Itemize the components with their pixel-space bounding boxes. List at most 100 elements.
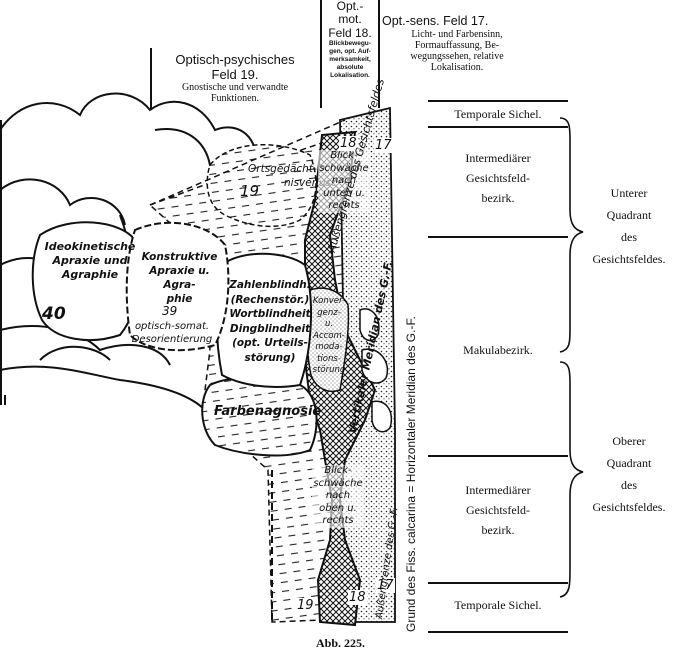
- lower-quadrant-line3: des: [621, 230, 637, 244]
- konvergenz-line7: störung: [312, 365, 346, 375]
- blick-bottom-line4: oben u.: [319, 502, 357, 514]
- intermediate-top-line1: Intermediärer: [465, 151, 531, 165]
- area19-top-label: 19: [240, 182, 260, 200]
- zahlen-line1: Zahlenblindh.: [229, 279, 311, 291]
- intermediate-bottom: Intermediärer Gesichtsfeld- bezirk.: [428, 480, 568, 540]
- upper-quadrant-line3: des: [621, 478, 637, 492]
- konvergenz-line5: moda-: [315, 342, 343, 352]
- intermediate-top-line2: Gesichtsfeld-: [466, 171, 530, 185]
- zone-line-2: [428, 236, 568, 238]
- upper-quadrant-line2: Quadrant: [606, 456, 652, 470]
- intermediate-bottom-line1: Intermediärer: [465, 483, 531, 497]
- konvergenz-line1: Konver-: [312, 296, 346, 306]
- temporal-sichel-top: Temporale Sichel.: [454, 107, 542, 121]
- zahlen-line5: (opt. Urteils-: [232, 337, 308, 349]
- lower-quadrant-line1: Unterer: [610, 186, 648, 200]
- zahlen-line6: störung): [244, 351, 296, 364]
- apraxie-label: Ideokinetische Apraxie und Agraphie: [40, 240, 140, 282]
- feld18-title-1: Opt.-: [336, 0, 364, 13]
- area39-label: 39: [162, 304, 178, 318]
- meridian-label: Grund des Fiss. calcarina = Horizontaler…: [404, 316, 418, 632]
- apraxie-line3: Agraphie: [61, 268, 119, 281]
- konstruktive-line1: Konstruktive: [141, 251, 218, 263]
- upper-quadrant-label: Oberer Quadrant des Gesichtsfeldes.: [574, 430, 684, 518]
- konstruktive-label: Konstruktive Apraxie u. Agra- phie: [132, 250, 227, 306]
- feld18-desc-4: absolute: [336, 64, 364, 71]
- feld17-desc-2: Formauffassung, Be-: [414, 40, 500, 51]
- upper-quadrant-line1: Oberer: [612, 434, 646, 448]
- zone-line-4: [428, 582, 568, 584]
- n19-bottom-label: 19: [296, 598, 315, 613]
- feld18-header-left-border: [320, 0, 322, 108]
- feld17-desc-1: Licht- und Farbensinn,: [411, 29, 503, 40]
- konvergenz-line3: u.: [324, 319, 334, 329]
- feld18-desc-5: Lokalisation.: [330, 72, 370, 79]
- ortsgedaecht-label: Ortsgedächt- nisverlust: [248, 162, 336, 190]
- area40-label: 40: [42, 304, 66, 324]
- feld17-desc-3: wegungssehen, relative: [410, 51, 504, 62]
- figure-caption: Abb. 225.: [316, 636, 366, 650]
- quadrant-braces: [559, 117, 584, 598]
- feld18-desc-3: merksamkeit,: [329, 56, 371, 63]
- zone-line-bottom: [428, 631, 568, 633]
- konvergenz-line2: genz-: [317, 307, 341, 318]
- intermediate-bottom-line3: bezirk.: [481, 523, 515, 537]
- blick-bottom-line1: Blick-: [324, 465, 352, 476]
- lobe-mid: [361, 348, 389, 384]
- macula-zone: Makulabezirk.: [463, 343, 533, 357]
- blick-top-line1: Blick-: [330, 150, 358, 161]
- blick-bottom-line3: nach: [325, 490, 351, 501]
- feld18-title-2: mot.: [338, 12, 362, 26]
- lobe-low: [371, 400, 393, 433]
- zones-column: Temporale Sichel. Intermediärer Gesichts…: [428, 100, 568, 640]
- zahlen-line4: Dingblindheit: [229, 322, 311, 335]
- lobe-top: [359, 308, 380, 342]
- feld18-desc-2: gen, opt. Auf-: [329, 48, 371, 55]
- ortsgedaecht-line1: Ortsgedächt-: [248, 163, 317, 175]
- temporal-sichel-bottom: Temporale Sichel.: [454, 598, 542, 612]
- intermediate-top: Intermediärer Gesichtsfeld- bezirk.: [428, 148, 568, 208]
- blick-bottom-label: Blick- schwäche nach oben u. rechts: [312, 465, 364, 528]
- feld17-header: Opt.-sens. Feld 17. Licht- und Farbensin…: [382, 14, 532, 73]
- zone-line-top: [428, 100, 568, 102]
- zahlen-label: Zahlenblindh. (Rechenstör.) Wortblindhei…: [224, 278, 316, 365]
- feld19-header-divider: [150, 48, 152, 110]
- n17-top-label: 17: [374, 138, 393, 153]
- konstruktive-line3: phie: [166, 293, 193, 305]
- konvergenz-label: Konver- genz- u. Accom- moda- tions- stö…: [308, 296, 350, 377]
- blick-top-line5: rechts: [328, 200, 360, 211]
- zahlen-line2: (Rechenstör.): [230, 293, 310, 306]
- blick-top-line4: unten u.: [323, 187, 365, 199]
- konstruktive-region: [125, 221, 230, 352]
- zone-line-1: [428, 126, 568, 128]
- konstruktive-line2: Apraxie u. Agra-: [149, 265, 210, 291]
- feld17-desc-4: Lokalisation.: [430, 62, 484, 73]
- blick-bottom-line5: rechts: [322, 515, 354, 526]
- apraxie-region: [31, 221, 141, 341]
- blick-top-line2: schwäche: [319, 162, 369, 174]
- n18-bottom-label: 18: [348, 590, 367, 605]
- farben-label: Farbenagnosie: [214, 404, 322, 419]
- n17-bottom-label: 17: [376, 578, 395, 593]
- field19-upper-boundary: [149, 119, 346, 206]
- feld19-title: Optisch-psychisches: [175, 52, 295, 67]
- somat-line1: optisch-somat.: [134, 321, 210, 332]
- feld19-desc-line2: Funktionen.: [210, 93, 260, 104]
- blick-top-line3: nach: [331, 175, 357, 186]
- feld19-header: Optisch-psychisches Feld 19. Gnostische …: [150, 52, 320, 104]
- n18-top-label: 18: [339, 136, 358, 151]
- feld18-desc-1: Blickbewegu-: [329, 40, 371, 47]
- feld19-desc-line1: Gnostische und verwandte: [181, 82, 289, 93]
- zahlen-line3: Wortblindheit: [229, 308, 311, 320]
- somat-label: optisch-somat. Desorientierung: [122, 320, 222, 346]
- konvergenz-line6: tions-: [317, 353, 341, 364]
- feld18-header: Opt.- mot. Feld 18. Blickbewegu- gen, op…: [322, 0, 378, 80]
- feld17-title: Opt.-sens. Feld 17.: [382, 14, 489, 28]
- feld18-subtitle: Feld 18.: [328, 26, 372, 40]
- intermediate-bottom-line2: Gesichtsfeld-: [466, 503, 530, 517]
- zone-line-3: [428, 455, 568, 457]
- blick-bottom-line2: schwäche: [313, 477, 363, 489]
- ortsgedaecht-line2: nisverlust: [284, 177, 336, 189]
- ortsgedaechtnis-region: [206, 144, 317, 228]
- lower-quadrant-line4: Gesichtsfeldes.: [592, 252, 666, 266]
